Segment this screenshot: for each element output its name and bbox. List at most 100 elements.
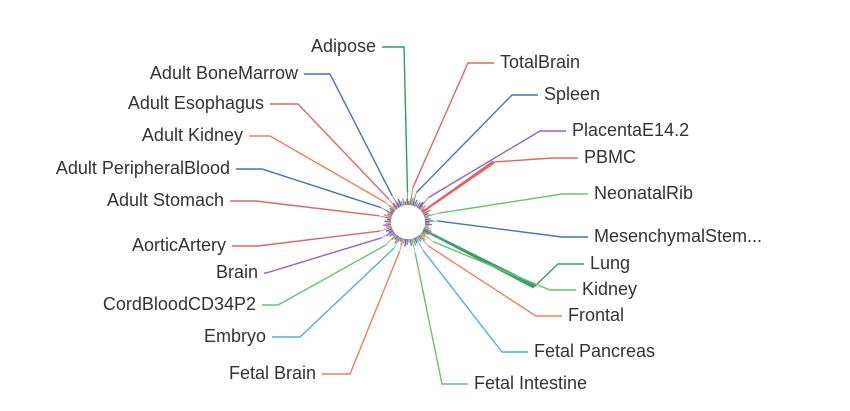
minor-slice-tick: [409, 238, 413, 246]
slice-labels: TotalBrainSpleenPlacentaE14.2PBMCNeonata…: [56, 36, 762, 393]
label-adult-esophagus: Adult Esophagus: [128, 93, 264, 113]
minor-slice-tick: [419, 233, 426, 241]
minor-slice-tick: [413, 237, 418, 244]
label-aorticartery: AorticArtery: [132, 235, 226, 255]
minor-slice-tick: [394, 236, 400, 244]
minor-slice-tick: [395, 204, 400, 209]
minor-slice-tick: [423, 212, 429, 217]
label-adipose: Adipose: [311, 36, 376, 56]
slice-cordbloodcd34p2[interactable]: [385, 233, 397, 246]
minor-slice-tick: [404, 238, 407, 247]
leader-mesenchymalstem: [437, 220, 588, 238]
leader-aorticartery: [232, 230, 381, 247]
leader-adult-bonemarrow: [304, 73, 393, 196]
minor-slice-tick: [386, 230, 395, 237]
minor-slice-tick: [397, 198, 403, 207]
slice-neonatalrib[interactable]: [424, 212, 439, 218]
slice-adult-bonemarrow[interactable]: [391, 195, 400, 208]
minor-slice-tick: [396, 201, 401, 208]
slice-kidney[interactable]: [421, 231, 434, 242]
slice-adipose[interactable]: [407, 192, 409, 206]
label-adult-bonemarrow: Adult BoneMarrow: [150, 63, 299, 83]
slice-placentae14-2[interactable]: [418, 197, 429, 210]
minor-slice-tick: [392, 205, 397, 211]
slice-adult-kidney[interactable]: [385, 202, 396, 212]
label-adult-peripheralblood: Adult PeripheralBlood: [56, 158, 230, 178]
leader-spleen: [415, 94, 538, 193]
slice-pbmc[interactable]: [421, 160, 495, 214]
minor-slice-tick: [424, 223, 432, 226]
minor-slice-tick: [389, 210, 394, 214]
minor-slice-tick: [389, 231, 396, 237]
leader-kidney: [432, 241, 576, 291]
minor-slice-tick: [424, 224, 429, 228]
label-fetal-brain: Fetal Brain: [229, 363, 316, 383]
minor-slice-tick: [383, 223, 392, 227]
minor-slice-tick: [394, 235, 399, 240]
slice-adult-esophagus[interactable]: [388, 199, 398, 210]
slice-adult-peripheralblood[interactable]: [380, 207, 394, 215]
minor-slice-tick: [401, 198, 405, 206]
label-fetal-intestine: Fetal Intestine: [474, 373, 587, 393]
slice-totalbrain[interactable]: [409, 187, 414, 206]
slice-lung[interactable]: [422, 228, 536, 289]
minor-slice-tick: [388, 229, 394, 233]
minor-slice-tick: [392, 202, 399, 210]
slice-fetal-intestine[interactable]: [411, 238, 416, 254]
minor-slice-tick: [385, 225, 392, 228]
label-mesenchymalstem: MesenchymalStem...: [594, 226, 762, 246]
minor-slice-tick: [402, 238, 406, 244]
slice-fetal-brain[interactable]: [399, 238, 404, 252]
label-placentae14-2: PlacentaE14.2: [572, 120, 689, 140]
leader-brain: [264, 237, 382, 274]
minor-slice-tick: [387, 213, 393, 217]
label-totalbrain: TotalBrain: [500, 52, 580, 72]
slice-mesenchymalstem[interactable]: [424, 220, 438, 222]
slice-brain[interactable]: [381, 230, 394, 239]
center-hole: [391, 205, 425, 239]
slice-frontal[interactable]: [418, 234, 428, 246]
minor-slice-tick: [392, 233, 397, 237]
minor-slice-tick: [420, 232, 426, 238]
leader-adipose: [382, 46, 409, 193]
minor-slice-tick: [385, 227, 393, 233]
minor-slice-tick: [391, 234, 398, 241]
leader-adult-stomach: [230, 200, 380, 217]
minor-slice-tick: [423, 213, 432, 218]
minor-slice-tick: [418, 205, 424, 210]
slice-embryo[interactable]: [393, 236, 401, 249]
leader-totalbrain: [412, 62, 494, 189]
minor-slice-tick: [400, 200, 404, 207]
leader-adult-esophagus: [270, 103, 390, 200]
minor-slice-tick: [389, 207, 395, 213]
label-pbmc: PBMC: [584, 147, 636, 167]
label-cordbloodcd34p2: CordBloodCD34P2: [103, 294, 256, 314]
leader-fetal-pancreas: [422, 249, 528, 353]
leader-lung: [534, 263, 584, 287]
minor-slice-tick: [419, 205, 427, 211]
minor-slice-tick: [416, 235, 422, 243]
slice-spleen[interactable]: [412, 192, 417, 206]
label-spleen: Spleen: [544, 84, 600, 104]
minor-slice-tick: [383, 214, 392, 218]
leader-frontal: [427, 244, 562, 317]
label-adult-kidney: Adult Kidney: [142, 125, 243, 145]
slice-fetal-pancreas[interactable]: [415, 236, 424, 251]
minor-slice-tick: [417, 234, 423, 240]
leader-fetal-brain: [322, 251, 401, 375]
leader-fetal-intestine: [414, 253, 468, 385]
leader-adult-kidney: [249, 135, 387, 204]
leader-lines: [230, 46, 588, 385]
slice-aorticartery[interactable]: [379, 226, 393, 232]
label-adult-stomach: Adult Stomach: [107, 190, 224, 210]
leader-neonatalrib: [438, 193, 588, 214]
minor-slice-tick: [417, 201, 424, 209]
slice-adult-stomach[interactable]: [379, 215, 392, 220]
label-kidney: Kidney: [582, 279, 637, 299]
minor-slice-tick: [424, 216, 429, 219]
slice-spikes: [379, 160, 536, 289]
label-fetal-pancreas: Fetal Pancreas: [534, 341, 655, 361]
minor-slice-tick: [415, 202, 419, 208]
